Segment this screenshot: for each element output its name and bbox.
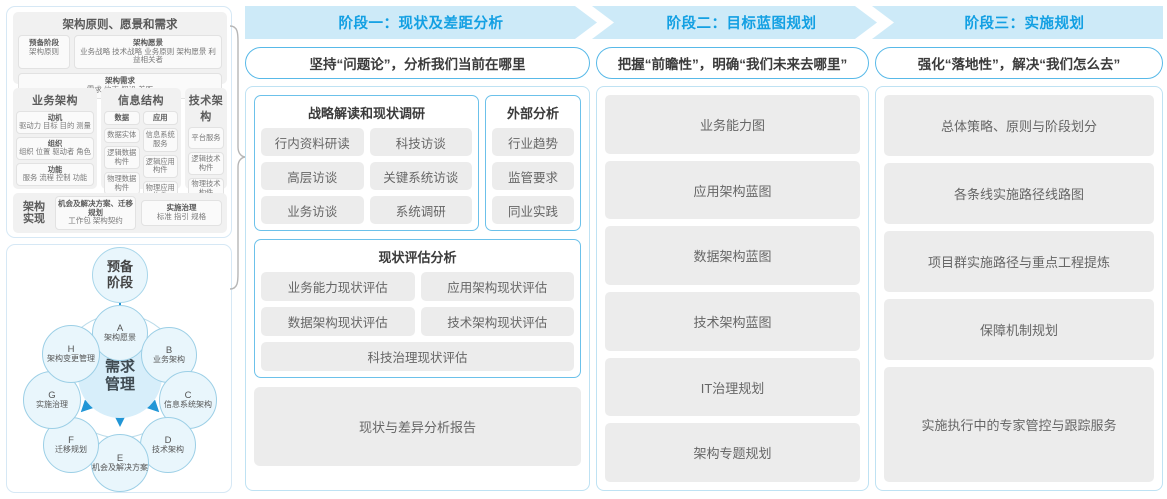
tile-it-governance-planning[interactable]: IT治理规划 [605,357,860,417]
phase-2-banner: 把握“前瞻性”，明确“我们未来去哪里” [596,47,869,79]
phase-1-column: 坚持“问题论”，分析我们当前在哪里 战略解读和现状调研 行内资料研读 科技访谈 … [245,47,590,491]
framework-realization-label: 架构 实现 [23,200,45,225]
column-business-architecture: 业务架构 动机 驱动力 目标 目的 测量 组织 组织 位置 驱动者 角色 功能 … [13,88,97,189]
tile-technology-architecture-assessment[interactable]: 技术架构现状评估 [420,307,574,336]
info-application-group: 应用 信息系统服务 逻辑应用构件 物理应用构件 [142,111,178,205]
chevron-phase-2-label: 阶段二：目标蓝图规划 [666,16,817,32]
phase-3-column: 强化“落地性”，解决“我们怎么去” 总体策略、原则与阶段划分 各条线实施路径线路… [875,47,1163,491]
node-d-technology-architecture: D 技术架构 [140,417,196,473]
external-analysis-title: 外部分析 [506,106,559,121]
chip-function: 功能 服务 流程 控制 功能 [16,163,94,186]
current-state-assessment-title: 现状评估分析 [378,250,457,265]
node-e-opportunities-solutions: E 机会及解决方案 [91,434,149,492]
phase-2-column: 把握“前瞻性”，明确“我们未来去哪里” 业务能力图 应用架构蓝图 数据架构蓝图 … [596,47,869,491]
tile-technology-governance-assessment[interactable]: 科技治理现状评估 [261,342,574,371]
tile-technology-architecture-blueprint[interactable]: 技术架构蓝图 [605,292,860,351]
togaf-framework-card: 架构原则、愿景和需求 预备阶段 架构原则 架构愿景 业务战略 技术战略 业务原则… [6,6,232,238]
tile-business-capability-map[interactable]: 业务能力图 [605,95,860,154]
tile-business-interview[interactable]: 业务访谈 [261,196,364,224]
chevron-phase-1[interactable]: 阶段一：现状及差距分析 [245,6,597,39]
chevron-phase-3[interactable]: 阶段三：实施规划 [872,6,1163,39]
phase-1-body: 战略解读和现状调研 行内资料研读 科技访谈 高层访谈 关键系统访谈 业务访谈 系 [245,86,590,491]
tile-gap-analysis-report[interactable]: 现状与差异分析报告 [254,387,581,466]
framework-realization-block: 架构 实现 机会及解决方案、迁移规划 工作包 架构契约 实施治理 标准 指引 规… [13,193,227,233]
tile-application-architecture-blueprint[interactable]: 应用架构蓝图 [605,160,860,220]
chip-architecture-vision: 架构愿景 业务战略 技术战略 业务原则 架构愿景 利益相关者 [74,35,222,70]
chip-opportunity-migration: 机会及解决方案、迁移规划 工作包 架构契约 [55,195,136,231]
tile-architecture-topic-planning[interactable]: 架构专题规划 [605,423,860,483]
column-technology-title: 技术架构 [188,95,224,123]
tile-assurance-mechanism-planning[interactable]: 保障机制规划 [884,299,1154,360]
column-information-structure: 信息结构 数据 数据实体 逻辑数据构件 物理数据构件 应用 信息系统服务 逻辑应… [101,88,181,205]
strategy-research-title: 战略解读和现状调研 [307,106,425,121]
phase-3-banner: 强化“落地性”，解决“我们怎么去” [875,47,1163,79]
tile-key-system-interview[interactable]: 关键系统访谈 [369,162,472,190]
chip-data-entity: 数据实体 [104,128,140,143]
column-information-title: 信息结构 [118,95,164,107]
tile-internal-document-study[interactable]: 行内资料研读 [261,128,364,156]
chevron-phase-2[interactable]: 阶段二：目标蓝图规划 [592,6,877,39]
chip-logical-data-component: 逻辑数据构件 [104,146,140,170]
current-state-assessment-box: 现状评估分析 业务能力现状评估 应用架构现状评估 数据架构现状评估 技术架构现状… [254,239,581,378]
node-h-architecture-change-management: H 架构变更管理 [42,325,100,383]
chip-data: 数据 [104,111,140,126]
chip-platform-service: 平台服务 [188,127,224,150]
tile-data-architecture-blueprint[interactable]: 数据架构蓝图 [605,226,860,286]
tile-regulatory-requirement[interactable]: 监管要求 [492,162,574,190]
info-data-group: 数据 数据实体 逻辑数据构件 物理数据构件 [104,111,140,196]
chevron-phase-3-label: 阶段三：实施规划 [964,16,1085,32]
external-analysis-box: 外部分析 行业趋势 监管要求 同业实践 [485,95,581,231]
node-preliminary: 预备 阶段 [92,247,148,303]
chevron-phase-1-label: 阶段一：现状及差距分析 [338,16,504,32]
tile-data-architecture-assessment[interactable]: 数据架构现状评估 [261,307,415,336]
chip-implementation-governance: 实施治理 标准 指引 规格 [141,200,222,226]
chip-application: 应用 [142,111,178,126]
column-technology-architecture: 技术架构 平台服务 逻辑技术构件 物理技术构件 [185,88,227,200]
chip-information-system-service: 信息系统服务 [142,128,178,152]
tile-executive-interview[interactable]: 高层访谈 [261,162,364,190]
chip-preliminary-phase: 预备阶段 架构原则 [18,35,70,70]
node-a-architecture-vision: A 架构愿景 [92,305,148,361]
chip-motivation: 动机 驱动力 目标 目的 测量 [16,111,94,134]
chip-logical-technology-component: 逻辑技术构件 [188,152,224,175]
left-panel: 架构原则、愿景和需求 预备阶段 架构原则 架构愿景 业务战略 技术战略 业务原则… [6,6,232,493]
node-f-migration-planning: F 迁移规划 [43,417,99,473]
phase-3-body: 总体策略、原则与阶段划分 各条线实施路径线路图 项目群实施路径与重点工程提炼 保… [875,86,1163,491]
column-business-title: 业务架构 [32,95,78,107]
node-b-business-architecture: B 业务架构 [141,327,197,383]
tile-business-capability-assessment[interactable]: 业务能力现状评估 [261,272,415,301]
tile-overall-strategy-principles-phasing[interactable]: 总体策略、原则与阶段划分 [884,95,1154,156]
strategy-research-box: 战略解读和现状调研 行内资料研读 科技访谈 高层访谈 关键系统访谈 业务访谈 系 [254,95,479,231]
chip-organization: 组织 组织 位置 驱动者 角色 [16,137,94,160]
tile-application-architecture-assessment[interactable]: 应用架构现状评估 [420,272,574,301]
chip-logical-application-component: 逻辑应用构件 [142,154,178,178]
framework-principles-title: 架构原则、愿景和需求 [62,19,178,31]
phase-2-body: 业务能力图 应用架构蓝图 数据架构蓝图 技术架构蓝图 IT治理规划 架构专题规划 [596,86,869,491]
tile-peer-practice[interactable]: 同业实践 [492,196,574,224]
tile-technology-interview[interactable]: 科技访谈 [369,128,472,156]
phase-1-banner: 坚持“问题论”，分析我们当前在哪里 [245,47,590,79]
tile-industry-trend[interactable]: 行业趋势 [492,128,574,156]
chip-physical-data-component: 物理数据构件 [104,172,140,196]
adm-cycle-card: 预备 阶段 需求 管理 A 架构愿景 B 业务架构 C 信息系统架构 [6,244,232,493]
tile-expert-control-tracking-service[interactable]: 实施执行中的专家管控与跟踪服务 [884,367,1154,482]
framework-architecture-columns: 业务架构 动机 驱动力 目标 目的 测量 组织 组织 位置 驱动者 角色 功能 … [13,88,227,205]
tile-program-implementation-path[interactable]: 项目群实施路径与重点工程提炼 [884,231,1154,292]
tile-line-implementation-roadmap[interactable]: 各条线实施路径线路图 [884,163,1154,224]
tile-system-survey[interactable]: 系统调研 [369,196,472,224]
adm-cycle: 预备 阶段 需求 管理 A 架构愿景 B 业务架构 C 信息系统架构 [7,245,233,494]
framework-principles-block: 架构原则、愿景和需求 预备阶段 架构原则 架构愿景 业务战略 技术战略 业务原则… [13,12,227,99]
